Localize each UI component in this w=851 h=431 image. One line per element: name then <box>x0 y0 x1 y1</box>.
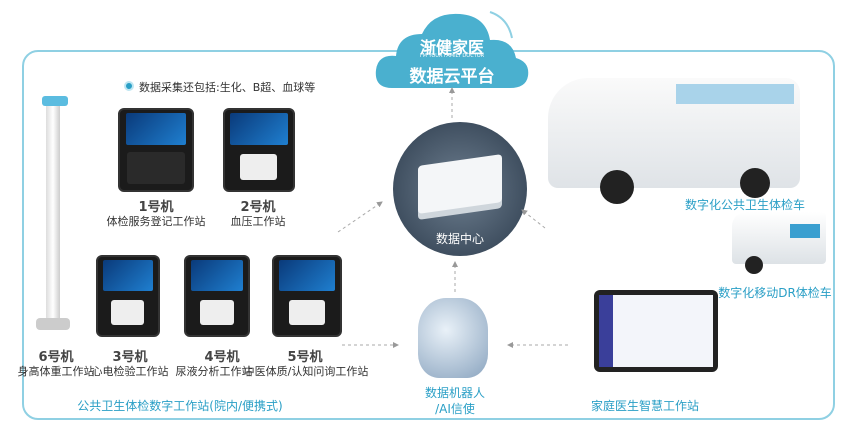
dr-truck <box>732 212 826 264</box>
dr-truck-wheel <box>745 256 763 274</box>
height-scale-device <box>46 98 60 323</box>
height-scale-base <box>36 318 70 330</box>
arrow-vans-to-dc <box>521 209 546 229</box>
station-6-number: 6号机 <box>38 350 74 365</box>
van-window <box>676 84 794 104</box>
station-6-name: 身高体重工作站 <box>17 365 95 378</box>
station-3-number: 3号机 <box>112 350 148 365</box>
dr-truck-label: 数字化移动DR体检车 <box>718 286 832 300</box>
brand-subtitle: I'M YOUR FAMILY DOCTOR <box>419 53 485 59</box>
dr-truck-stripe <box>790 224 820 238</box>
station-2-device <box>223 108 295 192</box>
station-4-name: 尿液分析工作站 <box>175 365 253 378</box>
station-4-number: 4号机 <box>204 350 240 365</box>
data-center-label: 数据中心 <box>435 232 485 246</box>
robot-label-line1: 数据机器人 <box>424 386 486 400</box>
cloud-platform: 渐健家医 I'M YOUR FAMILY DOCTOR 数据云平台 <box>372 4 532 92</box>
station-3-device <box>96 255 160 337</box>
station-4-device <box>184 255 250 337</box>
brand-logo: 渐健家医 <box>419 38 484 57</box>
tablet-label: 家庭医生智慧工作站 <box>590 399 700 413</box>
cloud-icon <box>375 11 529 89</box>
van-label: 数字化公共卫生体检车 <box>684 198 806 212</box>
station-5-name: 中医体质/认知问询工作站 <box>243 365 369 378</box>
station-3-name: 心电检验工作站 <box>91 365 169 378</box>
station-1-number: 1号机 <box>138 200 174 215</box>
van-wheel-rear <box>740 168 770 198</box>
arrow-stations-to-dc <box>337 201 383 233</box>
workstation-group-label: 公共卫生体检数字工作站(院内/便携式) <box>77 399 283 413</box>
bullet-icon <box>124 81 134 91</box>
station-2-number: 2号机 <box>240 200 276 215</box>
van-wheel-front <box>600 170 634 204</box>
station-5-device <box>272 255 342 337</box>
note-text: 数据采集还包括:生化、B超、血球等 <box>139 81 316 94</box>
cloud-title: 数据云平台 <box>409 67 495 87</box>
height-scale-head <box>42 96 68 106</box>
station-2-name: 血压工作站 <box>230 215 286 228</box>
ai-robot-image <box>418 298 488 378</box>
tablet-device <box>594 290 718 372</box>
station-5-number: 5号机 <box>287 350 323 365</box>
station-1-device <box>118 108 194 192</box>
station-1-name: 体检服务登记工作站 <box>106 215 206 228</box>
robot-label-line2: /AI信使 <box>435 402 475 416</box>
